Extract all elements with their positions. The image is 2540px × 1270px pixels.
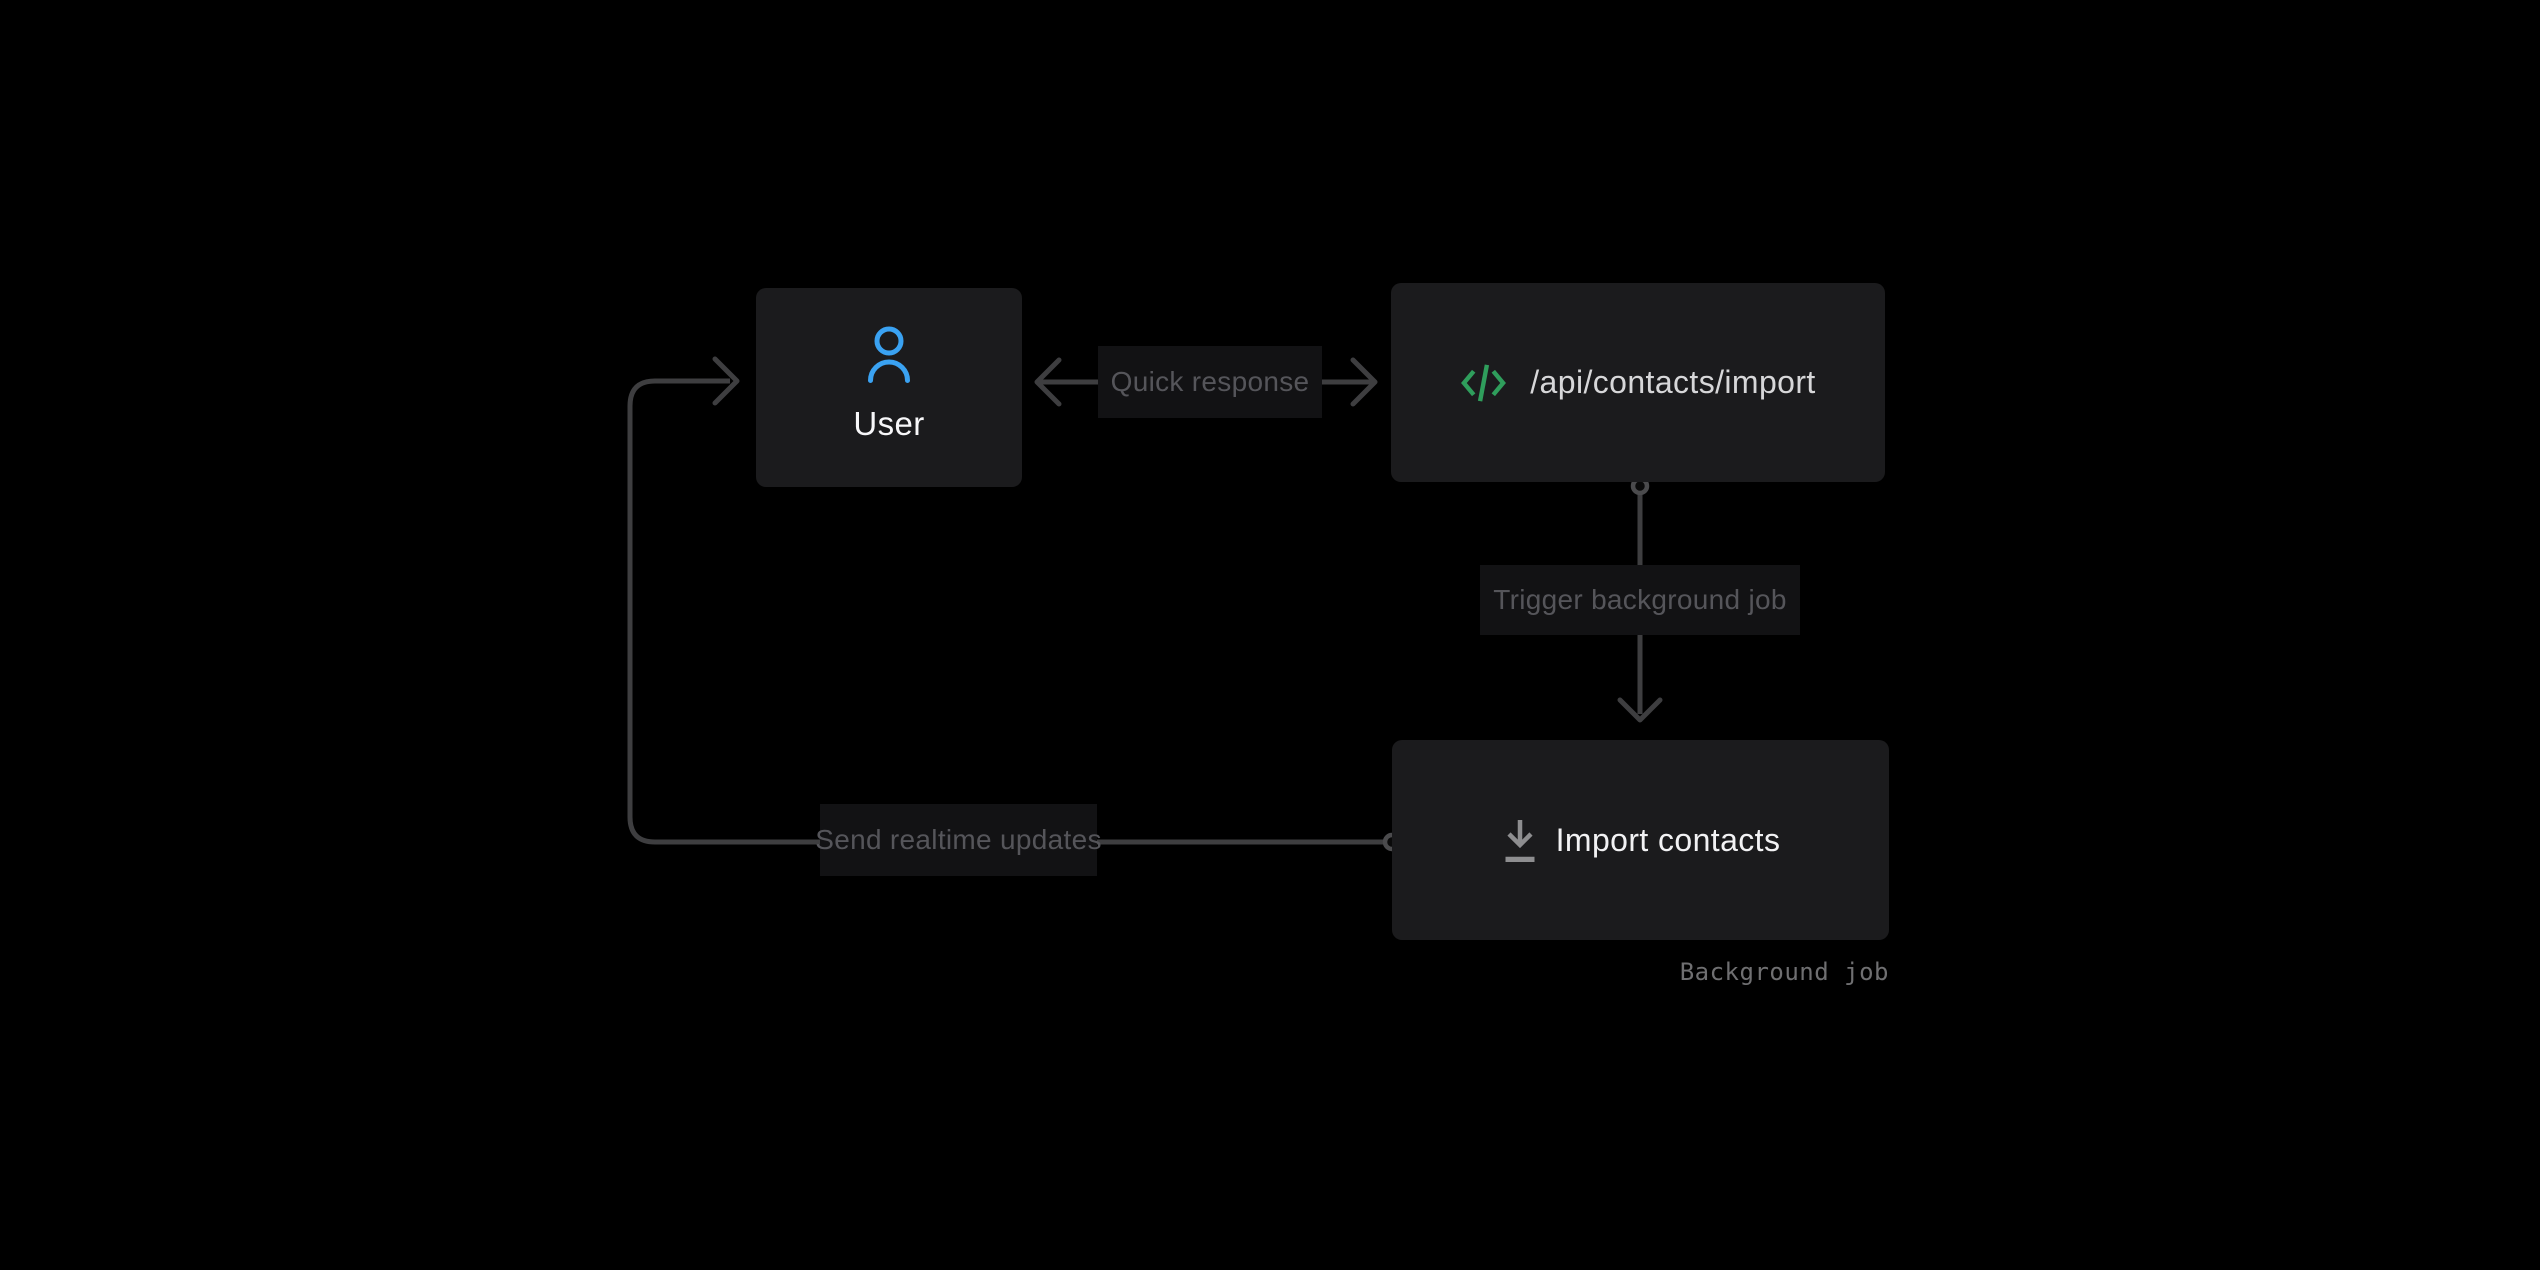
edge-label-quick-response[interactable]: Quick response bbox=[1098, 346, 1322, 418]
node-user[interactable]: User bbox=[756, 288, 1022, 487]
node-import-title: Import contacts bbox=[1555, 821, 1781, 858]
node-api-title: /api/contacts/import bbox=[1530, 364, 1816, 400]
edge-label-send-realtime-updates[interactable]: Send realtime updates bbox=[815, 804, 1101, 876]
download-icon bbox=[1505, 820, 1535, 862]
edge-quick-response bbox=[1034, 357, 1378, 407]
arrowhead-left-icon bbox=[1034, 357, 1062, 407]
arrowhead-down-icon bbox=[1617, 697, 1663, 723]
edge-label-trigger-background-job[interactable]: Trigger background job bbox=[1480, 565, 1800, 635]
user-icon bbox=[868, 326, 910, 383]
background-job-caption: Background job bbox=[1679, 958, 1889, 986]
realtime-feedback-line bbox=[627, 378, 1385, 845]
code-xml-icon bbox=[1461, 363, 1507, 402]
node-api-endpoint[interactable]: /api/contacts/import bbox=[1391, 283, 1885, 482]
arrowhead-right-icon bbox=[1350, 357, 1378, 407]
arrowhead-into-user-icon bbox=[712, 356, 740, 406]
node-user-title: User bbox=[853, 405, 925, 442]
node-import-contacts[interactable]: Import contacts bbox=[1392, 740, 1889, 940]
